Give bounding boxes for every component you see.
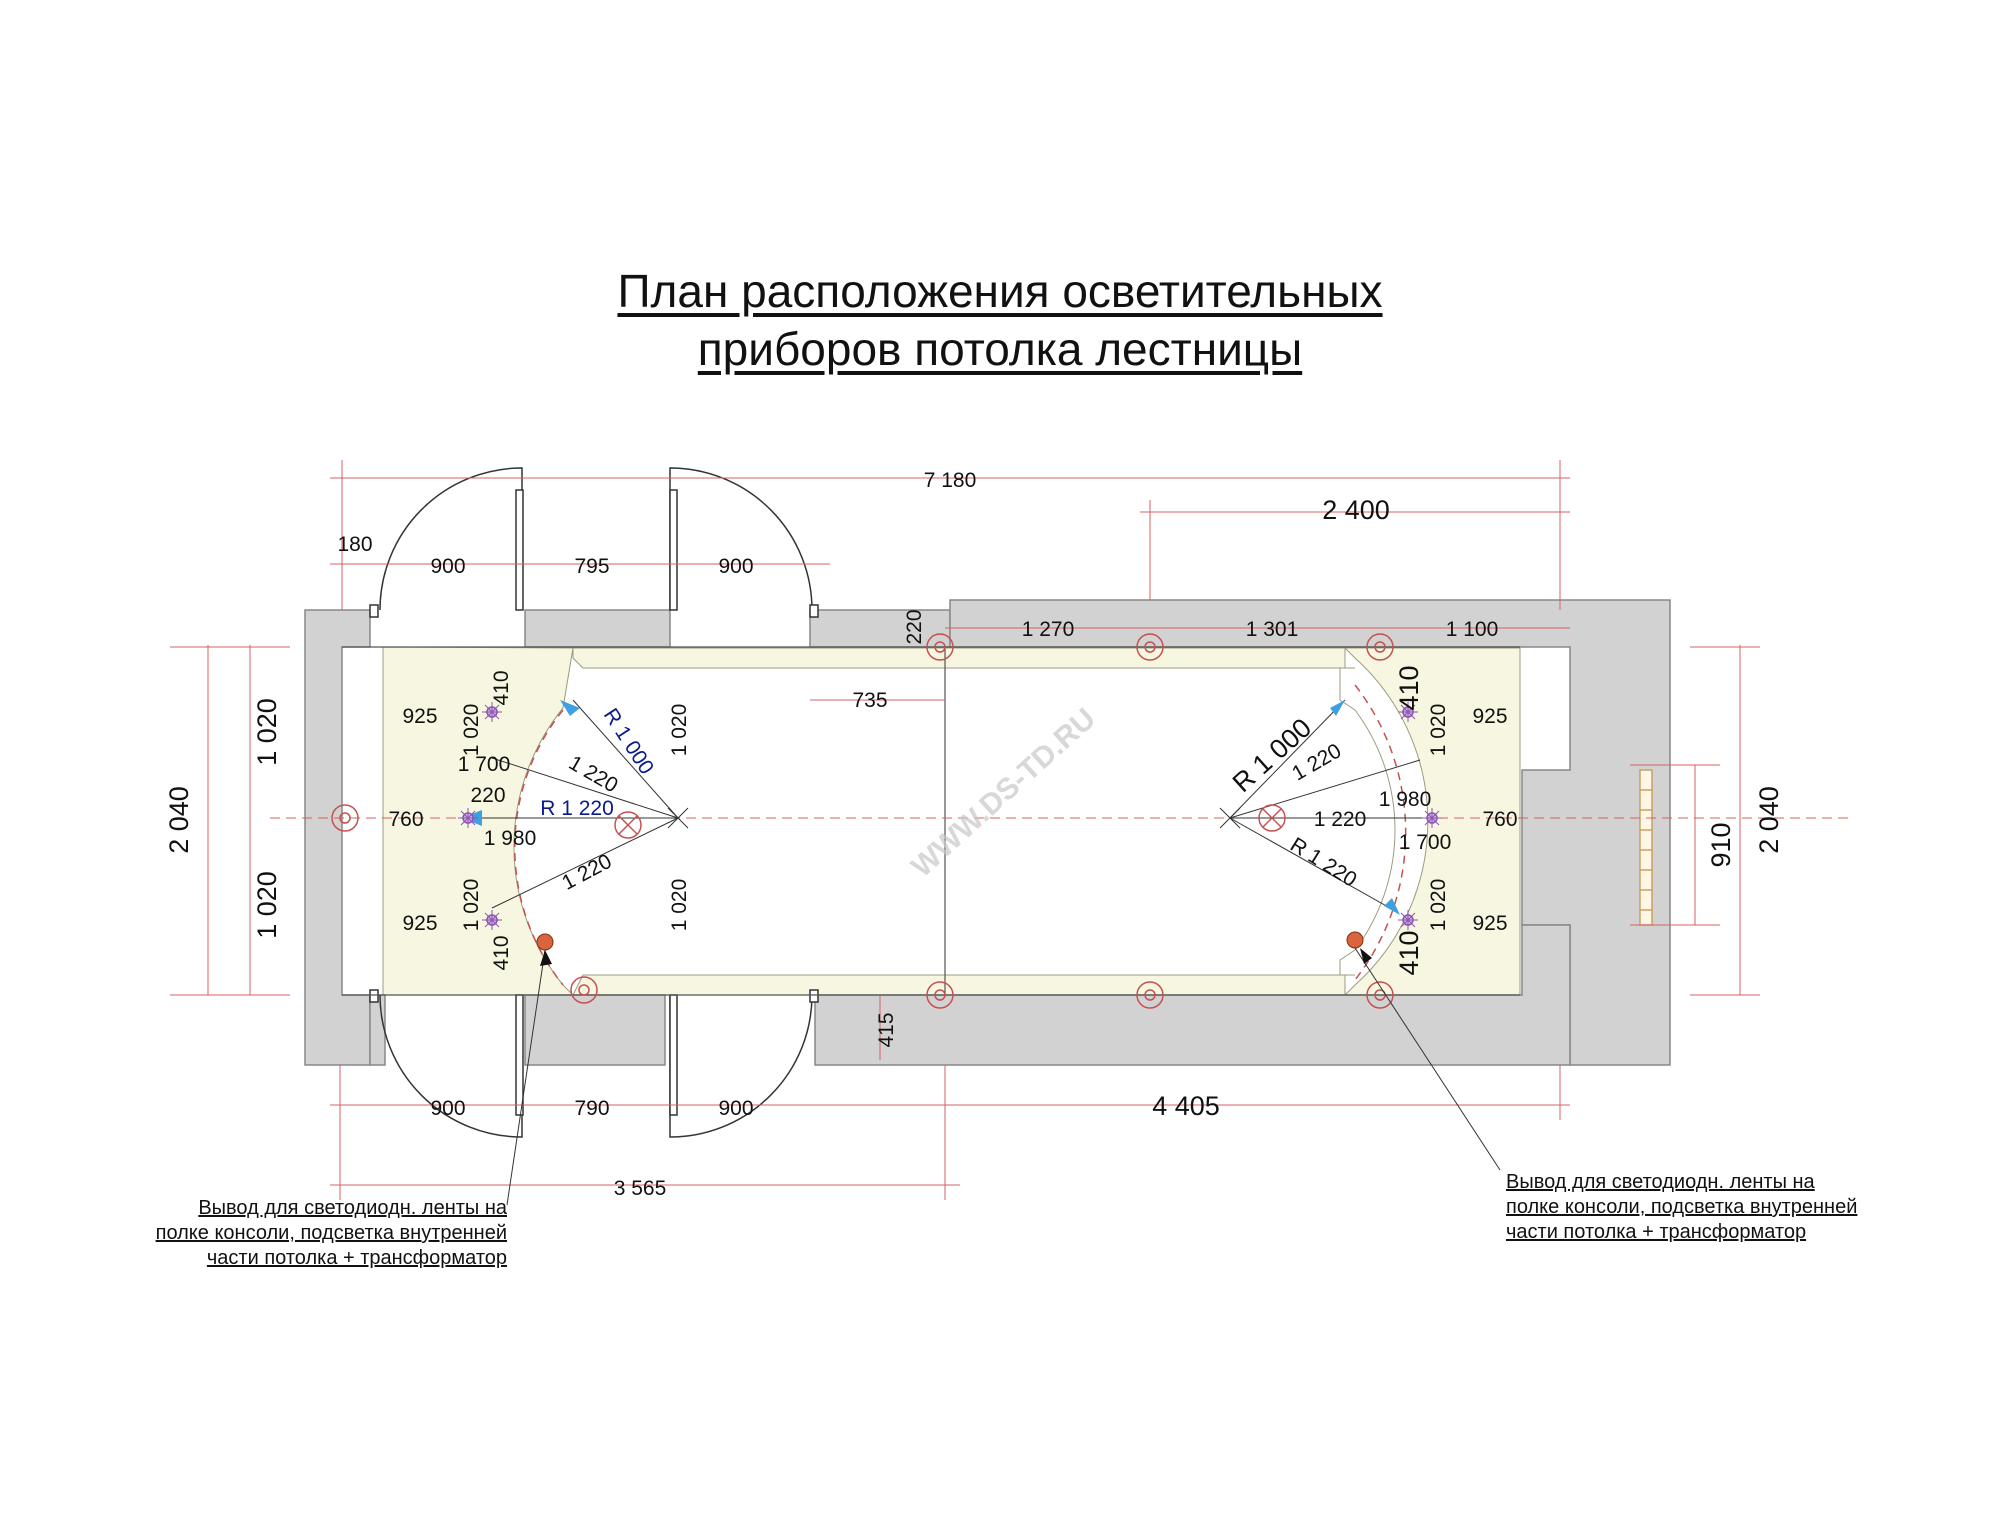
dim-right-radius-outer: R 1 000: [1227, 713, 1317, 799]
dim-right-arc-bottom: 410: [1394, 930, 1424, 975]
spotlight-icon: [481, 909, 503, 931]
dim-left-step-220: 220: [470, 784, 505, 807]
note-line: Вывод для светодиодн. ленты на: [198, 1197, 507, 1219]
dim-left-height-top: 1 020: [252, 698, 282, 766]
dim-left-center-bottom: 1 020: [668, 879, 691, 932]
dim-right-shelf-mid: 760: [1482, 808, 1517, 831]
window: [1639, 769, 1653, 926]
dim-right-shelf-top: 925: [1472, 705, 1507, 728]
dim-right-span-1700: 1 700: [1399, 831, 1452, 854]
dim-right-shelf-bottom: 925: [1472, 912, 1507, 935]
dim-door-top-right: 900: [718, 555, 753, 578]
outlet-marker-icon: [1346, 931, 1364, 949]
note-line: части потолка + трансформатор: [1506, 1221, 1807, 1243]
dim-left-inner-top: 1 020: [460, 704, 483, 757]
dim-right-height-total: 2 040: [1754, 786, 1784, 854]
dim-top-recess: 220: [903, 609, 926, 644]
spotlight-icon: [1397, 909, 1419, 931]
dim-right-span-1980: 1 980: [1379, 788, 1432, 811]
pendant-icon: [614, 811, 642, 839]
dim-left-arc-top: 410: [490, 670, 513, 705]
spotlight-icon: [457, 807, 479, 829]
dim-bottom-recess: 415: [875, 1012, 898, 1047]
dim-right-inner-top: 1 020: [1427, 704, 1450, 757]
dim-between-doors-bottom: 790: [574, 1097, 609, 1120]
dim-bottom-door-right: 900: [718, 1097, 753, 1120]
outlet-marker-icon: [536, 933, 554, 951]
dim-fixture-offset: 735: [852, 689, 887, 712]
radius-lines: [470, 699, 1432, 909]
dim-left-center-top: 1 020: [668, 704, 691, 757]
note-line: части потолка + трансформатор: [206, 1247, 507, 1269]
dim-left-radius-outer: R 1 000: [599, 704, 658, 778]
dim-overall-length: 7 180: [924, 469, 977, 492]
dim-right-arc-top: 410: [1394, 665, 1424, 710]
dim-bottom-right-total: 4 405: [1152, 1091, 1220, 1121]
dim-left-radius-1220-lower: 1 220: [558, 850, 615, 895]
dim-right-radius-inner: R 1 220: [1286, 833, 1361, 891]
dim-window-width: 910: [1706, 822, 1736, 867]
dim-left-height-bottom: 1 020: [252, 871, 282, 939]
dim-left-arc-bottom: 410: [490, 935, 513, 970]
doors: [369, 467, 819, 1138]
drawing-title: План расположения осветительных приборов…: [0, 262, 2000, 378]
dim-bottom-door-left: 900: [430, 1097, 465, 1120]
dim-top-span-2: 1 301: [1246, 618, 1299, 641]
dim-bottom-left-total: 3 565: [614, 1177, 667, 1200]
dim-left-radius-inner: R 1 220: [540, 797, 614, 820]
dim-left-span-1980: 1 980: [484, 827, 537, 850]
watermark: WWW.DS-TD.RU: [905, 702, 1102, 884]
note-line: Вывод для светодиодн. ленты на: [1506, 1171, 1815, 1193]
dim-left-shelf-top: 925: [402, 705, 437, 728]
dim-left-shelf-bottom: 925: [402, 912, 437, 935]
title-line-2: приборов потолка лестницы: [697, 323, 1303, 375]
note-line: полке консоли, подсветка внутренней: [1506, 1196, 1858, 1218]
dim-door-top-left: 900: [430, 555, 465, 578]
dim-top-wall-offset: 180: [337, 533, 372, 556]
led-outlet-note-left: Вывод для светодиодн. ленты на полке кон…: [60, 1196, 507, 1271]
dim-left-height-total: 2 040: [164, 786, 194, 854]
ceiling-lamps: [331, 633, 1394, 1009]
title-line-1: План расположения осветительных: [617, 265, 1383, 317]
dim-left-shelf-mid: 760: [388, 808, 423, 831]
dim-right-segment: 2 400: [1322, 495, 1390, 525]
pendant-icon: [1258, 804, 1286, 832]
dim-left-span-1700: 1 700: [458, 753, 511, 776]
dim-top-span-1: 1 270: [1022, 618, 1075, 641]
dim-left-inner-bottom: 1 020: [460, 879, 483, 932]
dim-top-span-3: 1 100: [1446, 618, 1499, 641]
dim-right-inner-bottom: 1 020: [1427, 879, 1450, 932]
dimension-labels: 7 180 2 400 180 900 795 900 900 790 900 …: [164, 469, 1784, 1200]
note-line: полке консоли, подсветка внутренней: [155, 1222, 507, 1244]
dim-right-span-1220-mid: 1 220: [1314, 808, 1367, 831]
spotlight-icon: [1421, 807, 1443, 829]
led-outlet-note-right: Вывод для светодиодн. ленты на полке кон…: [1506, 1170, 1946, 1245]
dim-between-doors-top: 795: [574, 555, 609, 578]
led-outlets: [506, 931, 1501, 1206]
